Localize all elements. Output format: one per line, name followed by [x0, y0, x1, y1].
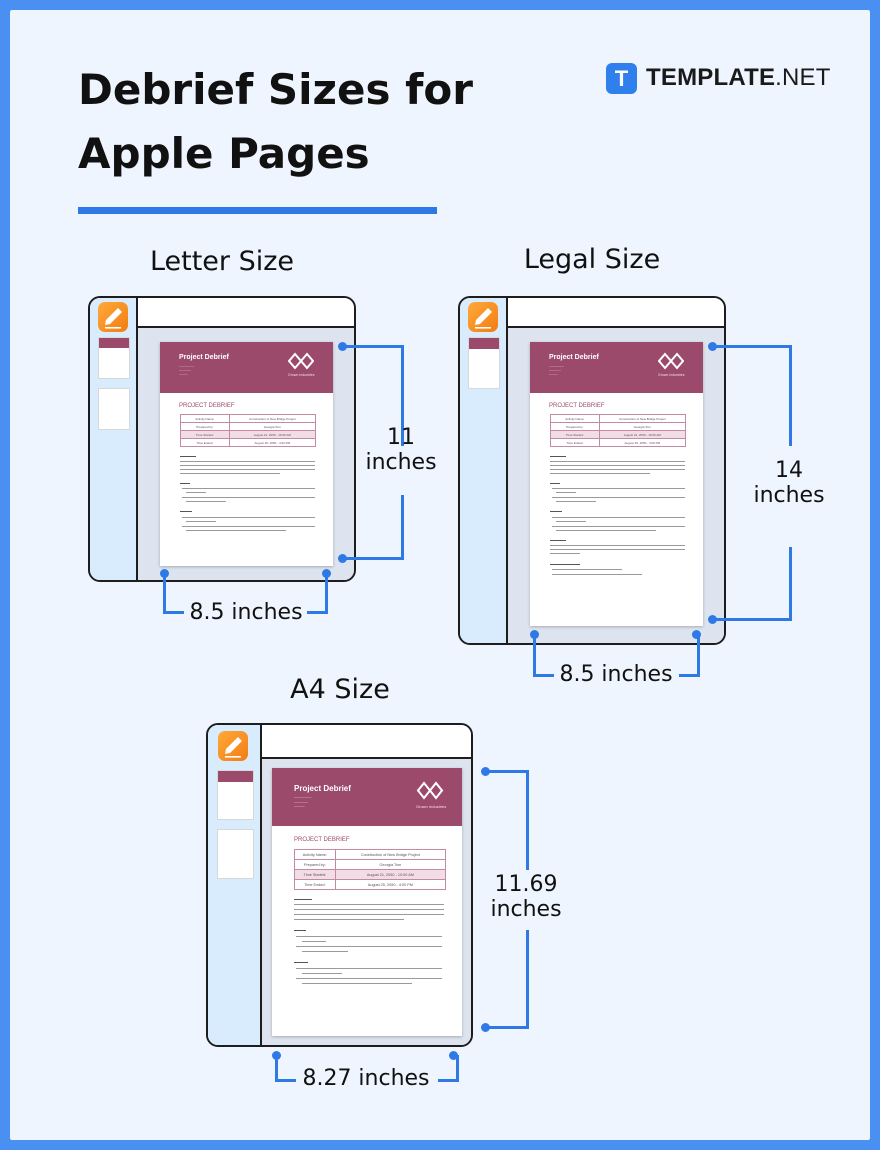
page-thumbnail-sidebar	[208, 725, 262, 1045]
toolbar	[508, 298, 724, 328]
document-heading: PROJECT DEBRIEF	[179, 403, 235, 409]
pages-app-icon	[98, 302, 128, 332]
page-title: Debrief Sizes for Apple Pages	[78, 65, 473, 178]
measure-dot	[692, 630, 701, 639]
a4-device: Project Debrief ———————————— Grown Indus…	[206, 723, 473, 1047]
a4-width-dimension: 8.27 inches	[302, 1066, 430, 1091]
legal-width-dimension: 8.5 inches	[559, 662, 673, 687]
document-title: Project Debrief	[179, 354, 229, 361]
page-thumbnail[interactable]	[217, 829, 254, 879]
height-bracket-top	[485, 770, 529, 870]
brand-name-main: TEMPLATE	[646, 64, 776, 91]
measure-dot	[449, 1051, 458, 1060]
height-bracket-bottom	[485, 930, 529, 1029]
document-table: Activity Name:Construction of New Bridge…	[294, 849, 447, 890]
letter-device: Project Debrief ———————————— Grown Indus…	[88, 296, 356, 582]
toolbar	[138, 298, 354, 328]
document-heading: PROJECT DEBRIEF	[294, 837, 350, 843]
legal-size-label: Legal Size	[523, 244, 661, 275]
document-company: Grown Industries	[288, 373, 315, 377]
page-thumbnail-sidebar	[90, 298, 138, 580]
document-table: Activity Name:Construction of New Bridge…	[180, 414, 317, 447]
width-bracket-right	[438, 1055, 459, 1082]
height-bracket-top	[712, 345, 792, 446]
page-thumbnail[interactable]	[468, 337, 500, 389]
letter-width-dimension: 8.5 inches	[189, 600, 303, 625]
document-heading: PROJECT DEBRIEF	[549, 403, 605, 409]
title-underline	[78, 207, 437, 214]
template-logo-icon: T	[606, 62, 637, 94]
document-title: Project Debrief	[549, 354, 599, 361]
height-bracket-bottom	[712, 547, 792, 621]
document-page[interactable]: Project Debrief ———————————— Grown Indus…	[530, 342, 703, 626]
brand-name: TEMPLATE.NET	[646, 64, 831, 92]
letter-size-label: Letter Size	[149, 246, 295, 277]
page-thumbnail[interactable]	[98, 337, 130, 379]
brand-logo[interactable]: T TEMPLATE.NET	[606, 62, 831, 94]
document-page[interactable]: Project Debrief ———————————— Grown Indus…	[272, 768, 462, 1036]
document-title: Project Debrief	[294, 784, 351, 793]
width-bracket-right	[307, 573, 328, 614]
document-table: Activity Name:Construction of New Bridge…	[550, 414, 687, 447]
width-bracket-left	[275, 1055, 296, 1082]
height-bracket-top	[342, 345, 404, 446]
height-bracket-bottom	[342, 495, 404, 560]
width-bracket-right	[679, 634, 700, 677]
document-page[interactable]: Project Debrief ———————————— Grown Indus…	[160, 342, 333, 566]
width-bracket-left	[163, 573, 184, 614]
pages-app-icon	[218, 731, 248, 761]
width-bracket-left	[533, 634, 554, 677]
document-company: Grown Industries	[416, 804, 447, 809]
page-thumbnail[interactable]	[217, 770, 254, 820]
a4-size-label: A4 Size	[290, 674, 390, 705]
page-thumbnail[interactable]	[98, 388, 130, 430]
toolbar	[262, 725, 471, 759]
page-thumbnail-sidebar	[460, 298, 508, 643]
brand-name-suffix: .NET	[775, 64, 831, 91]
pages-app-icon	[468, 302, 498, 332]
document-company: Grown Industries	[658, 373, 685, 377]
legal-device: Project Debrief ———————————— Grown Indus…	[458, 296, 726, 645]
